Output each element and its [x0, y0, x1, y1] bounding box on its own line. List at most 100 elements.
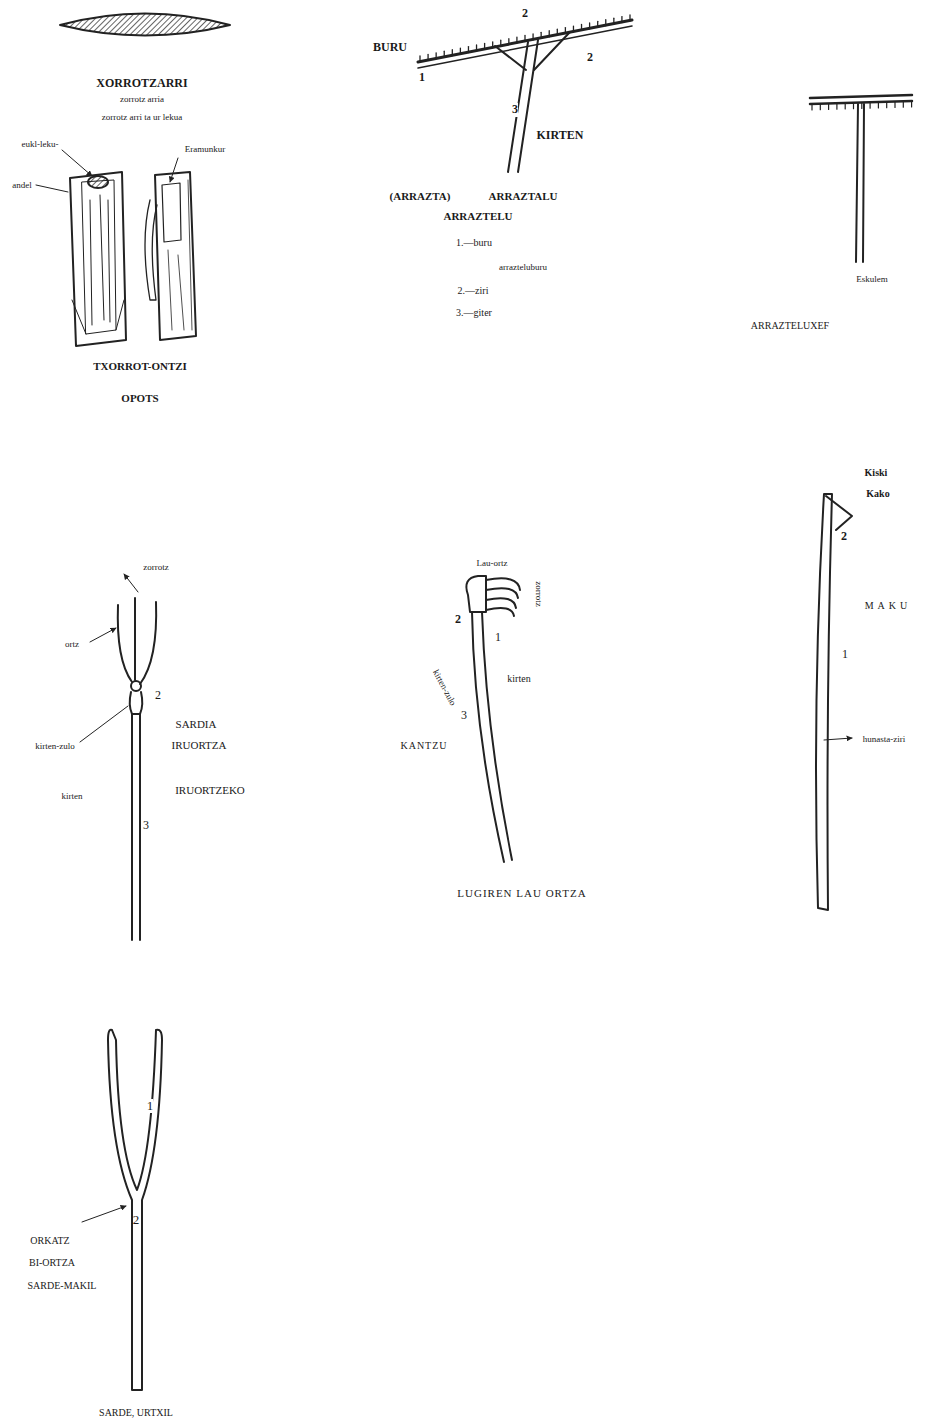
part-label: kirten-zulo [430, 668, 457, 708]
rake-tooth [541, 32, 542, 38]
part-label: SARDE, URTXIL [99, 1407, 173, 1418]
part-label: ARRAZTELUXEF [751, 320, 829, 331]
part-label: zorrotz [143, 563, 168, 573]
part-label: XORROTZARRI [96, 77, 187, 90]
part-label: IRUORTZA [172, 739, 227, 751]
callout-number: 2 [587, 51, 593, 64]
small-rake [810, 95, 912, 262]
part-label: kirten [507, 673, 530, 684]
rake-tooth [532, 34, 533, 40]
rake-tooth [524, 36, 525, 42]
part-label: ARRAZTELU [443, 210, 512, 222]
part-label: ORKATZ [30, 1235, 69, 1246]
callout-number: 1 [842, 648, 848, 661]
part-label: LUGIREN LAU ORTZA [457, 887, 586, 899]
part-label: BI-ORTZA [29, 1257, 75, 1268]
rake-tooth [869, 102, 870, 108]
rake-tooth [613, 18, 614, 24]
three-prong-fork [118, 598, 156, 940]
part-label: SARDE-MAKIL [28, 1280, 97, 1291]
part-label: ARRAZTALU [489, 190, 558, 202]
callout-number: 1 [147, 1099, 154, 1113]
part-label: ortz [65, 640, 79, 650]
rake-tooth [549, 31, 550, 37]
callout-number: 3.—giter [456, 307, 492, 318]
rake-tooth [581, 24, 582, 30]
rake-tooth [500, 40, 501, 46]
callout-number: 2 [133, 1213, 140, 1227]
callout-number: 3 [461, 709, 467, 722]
whetstone-holder [70, 172, 196, 346]
rake-tooth [565, 28, 566, 34]
part-label: zorrotz arria [120, 95, 164, 105]
rake-tooth [444, 51, 445, 57]
part-label: MAKU [865, 600, 912, 611]
rake-tooth [878, 102, 879, 108]
callout-number: 2 [455, 613, 461, 626]
part-label: zorrotz arri ta ur lekua [102, 113, 182, 123]
part-label: IRUORTZEKO [175, 784, 245, 796]
rake-tooth [903, 101, 904, 107]
rake-tooth [911, 101, 912, 107]
part-label: KANTZU [400, 740, 447, 751]
part-label: arrazteluburu [499, 263, 547, 273]
rake [418, 20, 632, 172]
rake-tooth [836, 103, 837, 109]
rake-tooth [589, 23, 590, 29]
rake-tooth [452, 50, 453, 56]
callout-number: 2 [522, 7, 528, 20]
rake-tooth [427, 54, 428, 60]
rake-tooth [557, 29, 558, 35]
rake-tooth [886, 102, 887, 108]
rake-tooth [468, 47, 469, 53]
rake-tooth [484, 43, 485, 49]
part-label: Eskulem [856, 275, 888, 285]
whetstone [60, 14, 230, 36]
callout-number: 2 [841, 530, 847, 543]
callout-number: 1.—buru [456, 237, 492, 248]
callout-number: 2 [155, 689, 161, 702]
rake-tooth [597, 21, 598, 27]
rake-tooth [436, 53, 437, 59]
callout-number: 1 [419, 71, 425, 84]
part-label: BURU [373, 41, 407, 54]
rake-tooth [820, 104, 821, 110]
rake-tooth [516, 37, 517, 43]
hook-stick [816, 494, 852, 910]
four-prong-fork [466, 576, 520, 862]
rake-tooth [460, 48, 461, 54]
part-label: KIRTEN [537, 129, 584, 142]
rake-tooth [621, 17, 622, 23]
rake-tooth [492, 42, 493, 48]
part-label: kirten-zulo [35, 742, 75, 752]
rake-tooth [853, 103, 854, 109]
rake-tooth [828, 104, 829, 110]
part-label: Eramunkur [185, 145, 226, 155]
callout-number: 3 [143, 819, 149, 832]
part-label: Kako [866, 488, 889, 499]
part-label: Lau-ortz [477, 559, 508, 569]
rake-tooth [508, 39, 509, 45]
callout-number: 3 [512, 103, 518, 116]
rake-tooth [861, 103, 862, 109]
rake-tooth [605, 20, 606, 26]
part-label: (ARRAZTA) [390, 190, 451, 202]
part-label: eukl-leku- [22, 140, 59, 150]
rake-tooth [629, 15, 630, 21]
rake-tooth [894, 102, 895, 108]
part-label: hunasta-ziri [863, 735, 905, 745]
rake-tooth [573, 26, 574, 32]
part-label: SARDIA [176, 718, 217, 730]
part-label: andel [12, 181, 32, 191]
callout-number: 1 [495, 631, 501, 644]
part-label: OPOTS [121, 392, 158, 404]
rake-tooth [419, 56, 420, 62]
part-label: zorrotz [533, 581, 543, 606]
part-label: kirten [62, 792, 83, 802]
part-label: TXORROT-ONTZI [93, 360, 187, 372]
rake-tooth [845, 103, 846, 109]
callout-number: 2.—ziri [458, 285, 489, 296]
rake-tooth [811, 104, 812, 110]
rake-tooth [476, 45, 477, 51]
part-label: Kiski [865, 467, 888, 478]
